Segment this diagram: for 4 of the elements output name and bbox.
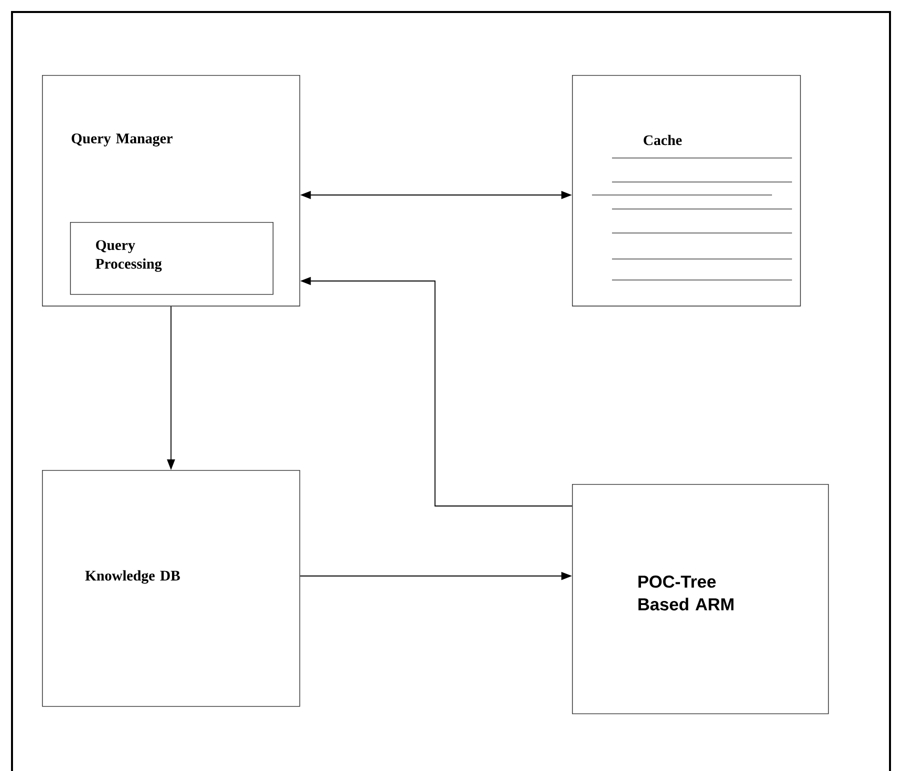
- process-box: Query Processing: [70, 222, 274, 295]
- process-box: POC-Tree Based ARM: [572, 484, 829, 714]
- cache-box: Cache: [572, 75, 801, 306]
- database-box: Knowledge DB: [42, 470, 300, 707]
